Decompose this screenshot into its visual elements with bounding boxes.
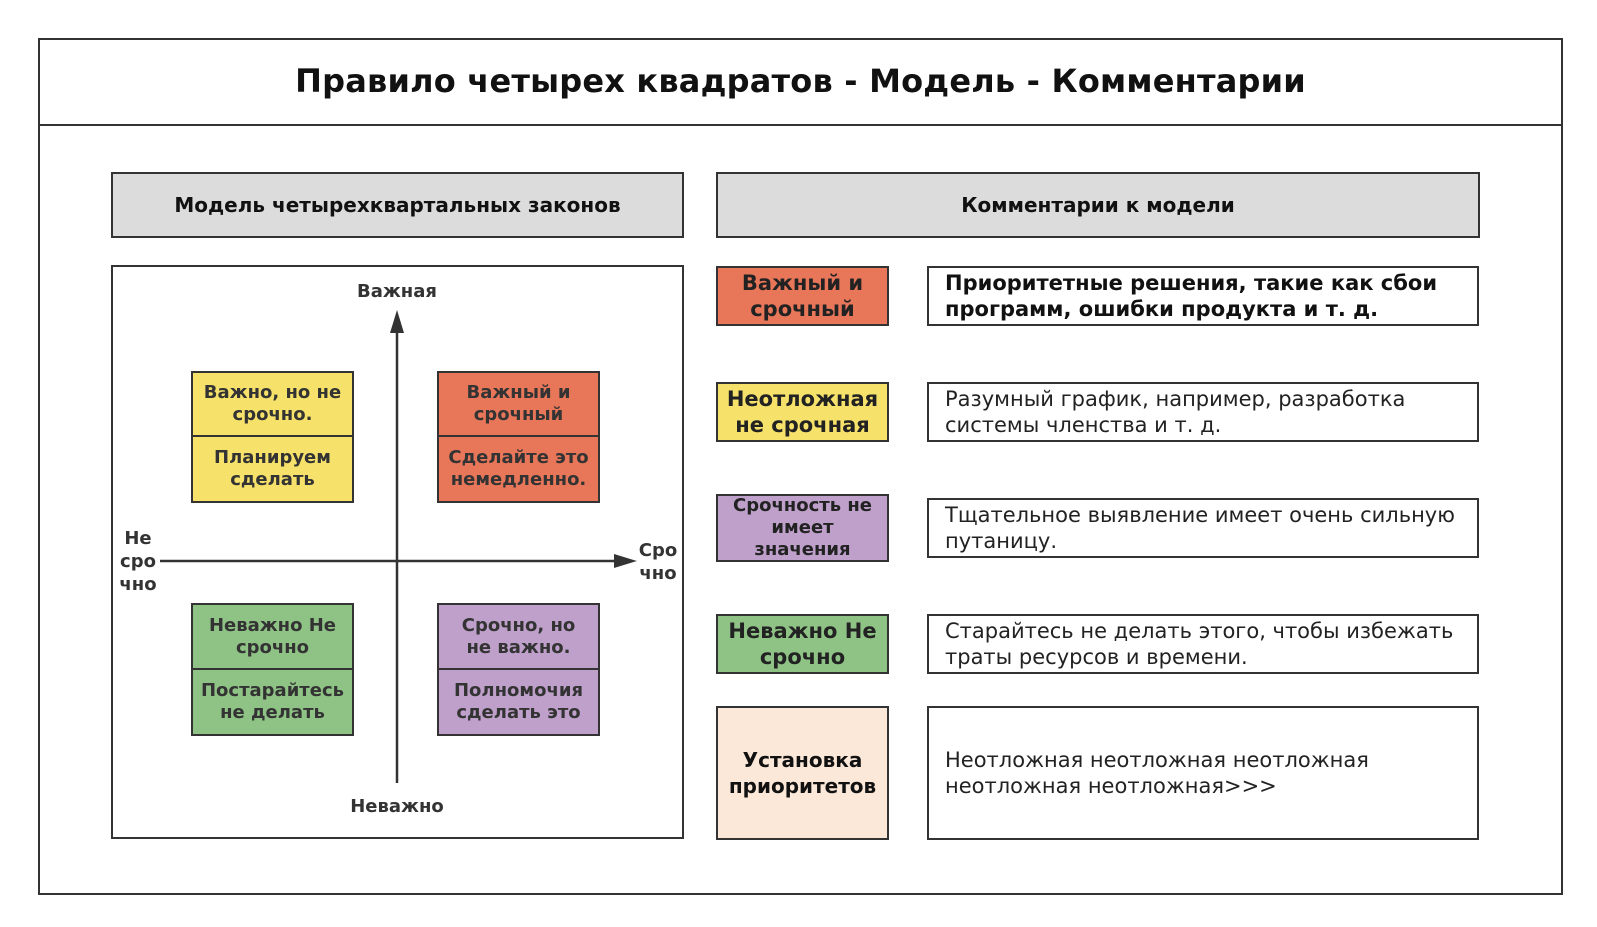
model-header: Модель четырехквартальных законов xyxy=(111,172,684,238)
comments-header: Комментарии к модели xyxy=(716,172,1480,238)
axis-label-unimportant: Неважно xyxy=(350,796,444,817)
vertical-axis-arrowhead xyxy=(390,310,404,333)
comment-text-urgent-not-important: Тщательное выявление имеет очень сильную… xyxy=(927,498,1479,558)
horizontal-axis-arrowhead xyxy=(614,554,637,568)
axis-label-important: Важная xyxy=(357,281,437,302)
title-bar: Правило четырех квадратов - Модель - Ком… xyxy=(38,38,1563,126)
axis-label-urgent: Сро чно xyxy=(638,540,678,584)
comment-text-not-important-not-urgent: Старайтесь не делать этого, чтобы избежа… xyxy=(927,614,1479,674)
axis-label-not-urgent: Не сро чно xyxy=(119,528,157,595)
page-title: Правило четырех квадратов - Модель - Ком… xyxy=(295,62,1306,100)
